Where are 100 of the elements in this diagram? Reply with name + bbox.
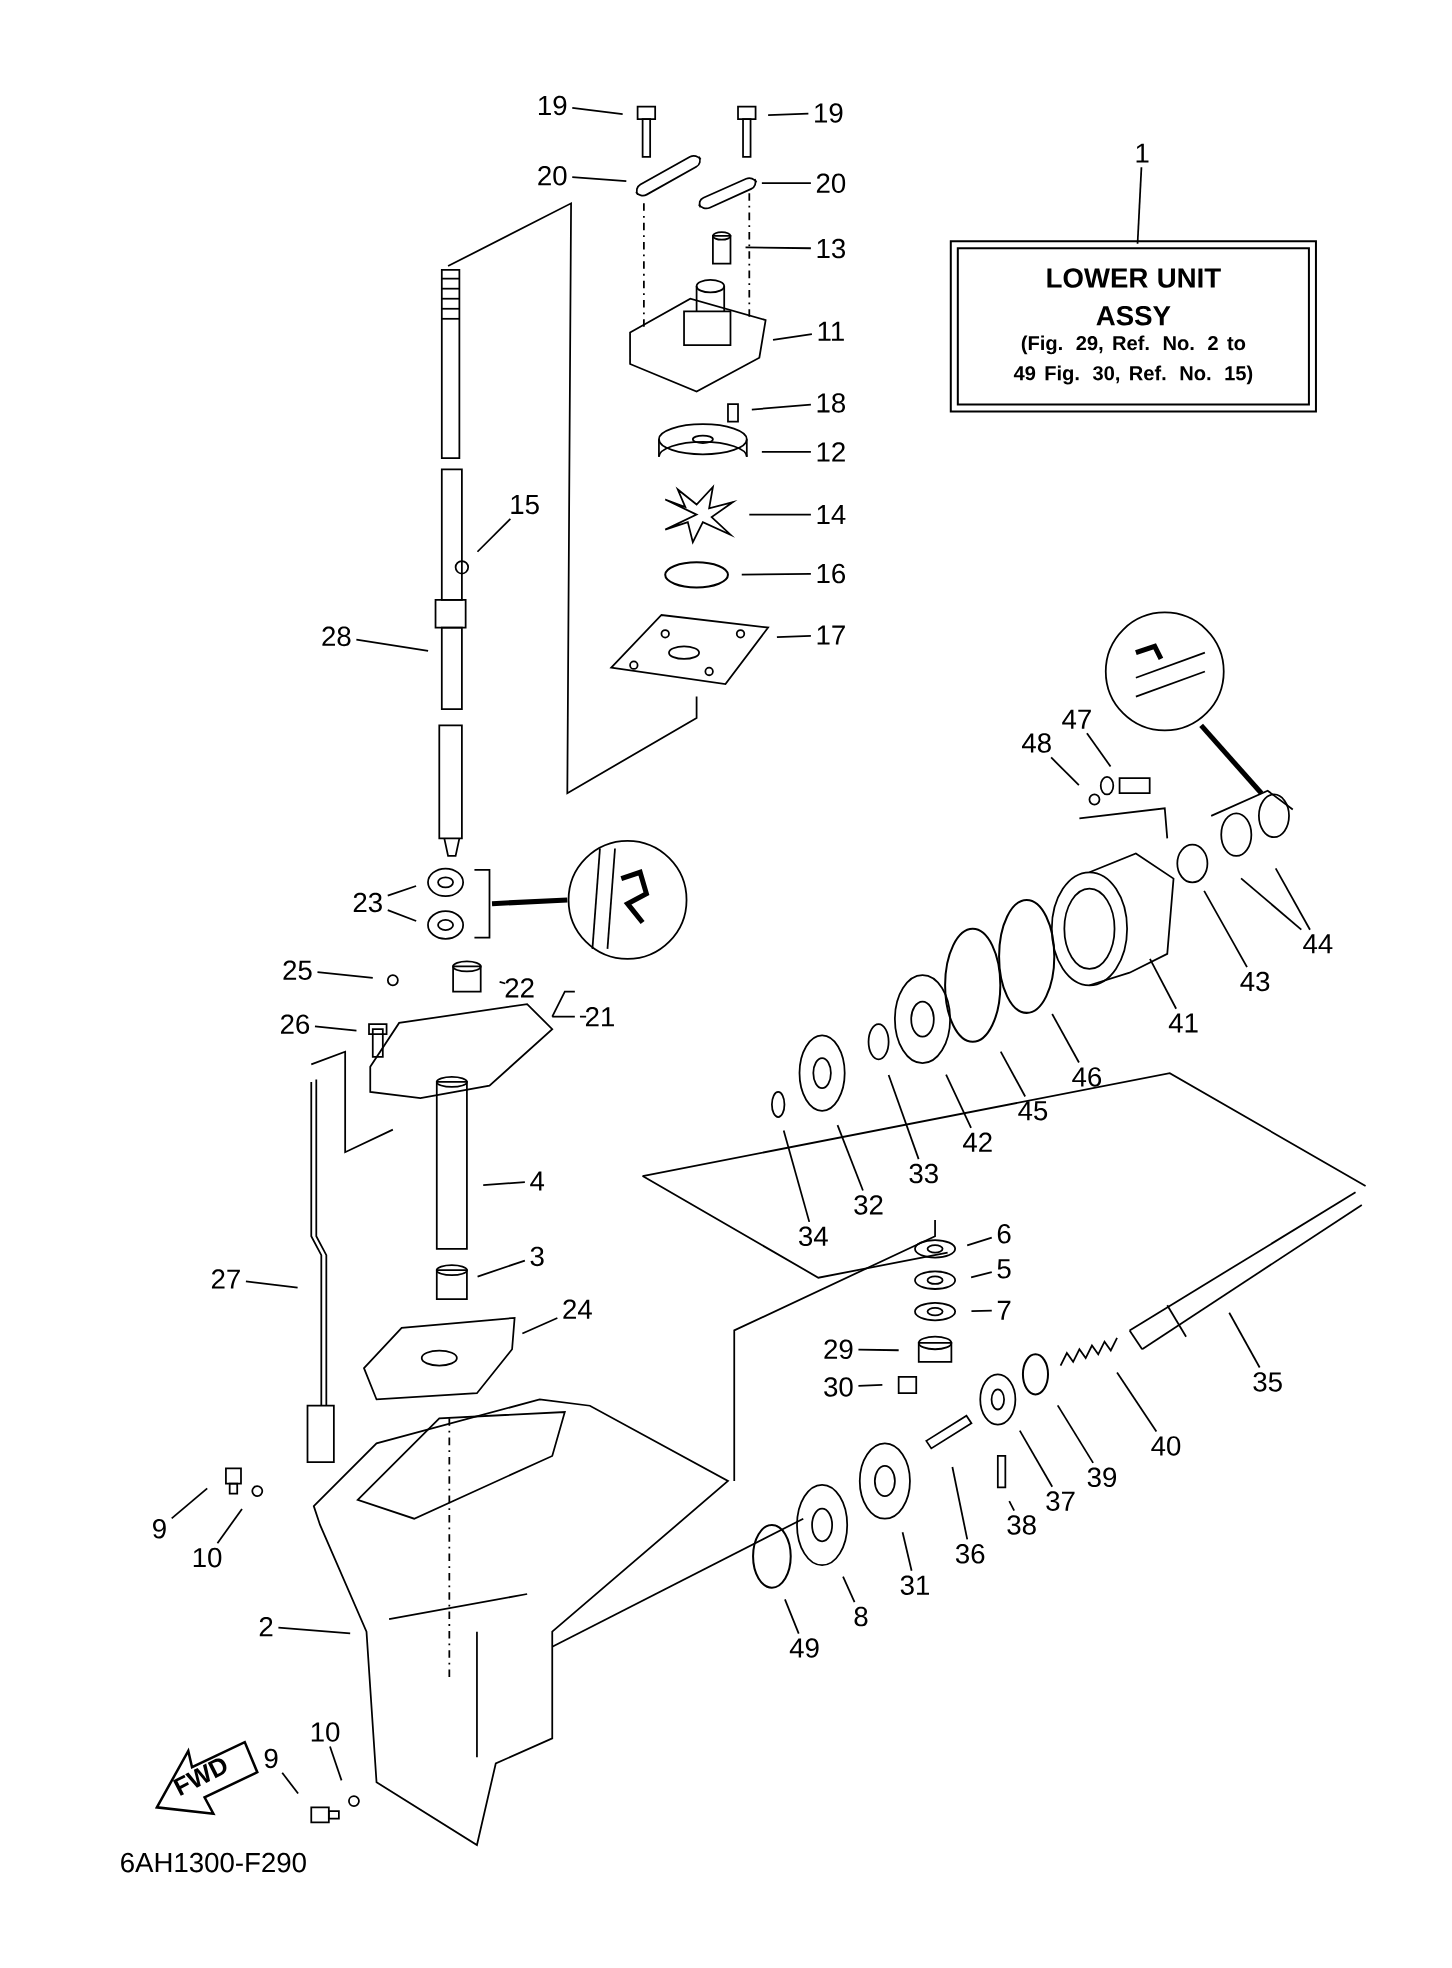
callout-number: 20 [538, 165, 567, 186]
leader-line [945, 1073, 972, 1129]
leader-line [1085, 732, 1112, 768]
callout-number: 19 [538, 95, 567, 116]
callout-number: 41 [1168, 1013, 1198, 1033]
callout-number: 11 [818, 321, 844, 341]
leader-line [579, 1015, 587, 1018]
leader-line [476, 517, 512, 553]
callout-number: 33 [909, 1163, 938, 1184]
callout-number: 9 [152, 1519, 166, 1539]
leader-line [887, 1074, 920, 1160]
leader-line [775, 635, 812, 639]
callout-number: 30 [824, 1377, 853, 1397]
callout-number: 14 [817, 505, 846, 525]
leader-line [386, 909, 417, 922]
callout-number: 20 [816, 173, 846, 194]
leader-line [316, 971, 374, 979]
callout-number: 24 [563, 1299, 592, 1319]
leader-line [836, 1124, 864, 1192]
callout-number: 6 [997, 1224, 1011, 1244]
callout-number: 43 [1240, 971, 1270, 992]
callout-number: 44 [1303, 934, 1333, 954]
leader-line [571, 107, 624, 115]
leader-line [772, 333, 813, 341]
callout-number: 22 [505, 978, 534, 998]
callout-number: 45 [1018, 1101, 1048, 1121]
callout-number: 15 [511, 494, 539, 515]
callout-number: 31 [900, 1575, 929, 1595]
callout-number: 1 [1136, 143, 1149, 163]
callout-number: 5 [997, 1259, 1011, 1279]
leader-line [782, 1129, 811, 1223]
callout-number: 7 [997, 1300, 1011, 1320]
leader-line [1056, 1404, 1094, 1464]
leader-line [760, 450, 812, 453]
callout-number: 32 [854, 1195, 883, 1215]
callout-number: 39 [1087, 1467, 1116, 1488]
leader-line [314, 1025, 358, 1032]
callout-number: 16 [817, 563, 845, 584]
leader-line [760, 182, 812, 185]
callout-number: 29 [824, 1339, 853, 1360]
drawing-number: 6AH1300-F290 [121, 1852, 306, 1873]
leader-line [521, 1317, 559, 1335]
leader-line [498, 980, 507, 985]
callout-number: 13 [817, 238, 845, 259]
leader-line [355, 638, 429, 652]
leader-line [1116, 1371, 1158, 1433]
leader-line [1274, 867, 1311, 931]
callout-number: 35 [1253, 1372, 1282, 1392]
leader-line [1136, 166, 1143, 245]
leader-line [1018, 1429, 1054, 1488]
leader-line [966, 1236, 993, 1247]
leader-line [329, 1745, 343, 1782]
leader-line [999, 1050, 1026, 1098]
leader-line [244, 1280, 299, 1289]
callout-number: 26 [280, 1014, 309, 1034]
leader-line [281, 1771, 299, 1795]
leader-line [1148, 958, 1177, 1010]
direction-label: FWD [172, 1758, 227, 1796]
callout-number: 2 [259, 1617, 273, 1637]
leader-line [857, 1384, 884, 1387]
leader-line [767, 112, 810, 116]
callout-number: 9 [264, 1748, 278, 1769]
callout-number: 25 [283, 960, 312, 980]
leader-line [1203, 890, 1248, 968]
callout-number: 8 [854, 1606, 868, 1627]
leader-line [970, 1271, 993, 1279]
callout-number: 37 [1046, 1491, 1075, 1511]
callout-number: 10 [311, 1722, 340, 1742]
leader-line [386, 885, 417, 897]
leader-line [1240, 877, 1303, 931]
callout-number: 10 [193, 1547, 222, 1568]
leader-line [750, 403, 812, 411]
leader-line [1228, 1311, 1261, 1369]
callout-number: 36 [955, 1544, 985, 1564]
callout-number: 18 [817, 393, 845, 413]
leader-line [216, 1508, 243, 1545]
callout-number: 19 [815, 103, 843, 123]
callout-number: 47 [1062, 709, 1091, 729]
callout-number: 38 [1007, 1515, 1036, 1535]
callout-number: 17 [817, 625, 845, 645]
box-heading: LOWER UNIT ASSY [1047, 268, 1221, 326]
leader-line [170, 1487, 208, 1520]
callout-number: 49 [789, 1638, 819, 1658]
callout-number: 48 [1021, 733, 1051, 753]
leader-line [476, 1259, 526, 1278]
leader-line [1051, 1013, 1080, 1064]
title-box [949, 240, 1317, 413]
leader-line [482, 1181, 526, 1187]
leader-line [748, 513, 812, 516]
callout-number: 42 [962, 1132, 992, 1152]
leader-line [857, 1348, 900, 1352]
leader-line [571, 176, 628, 182]
callout-number: 4 [530, 1171, 544, 1191]
leader-line [842, 1575, 856, 1604]
callout-number: 40 [1151, 1436, 1181, 1456]
leader-line [277, 1626, 351, 1635]
leader-line [901, 1531, 913, 1572]
callout-number: 3 [530, 1246, 544, 1267]
leader-line [1008, 1500, 1015, 1512]
box-note: (Fig. 29, Ref. No. 2 to 49 Fig. 30, Ref. No. 15) [1013, 335, 1253, 385]
